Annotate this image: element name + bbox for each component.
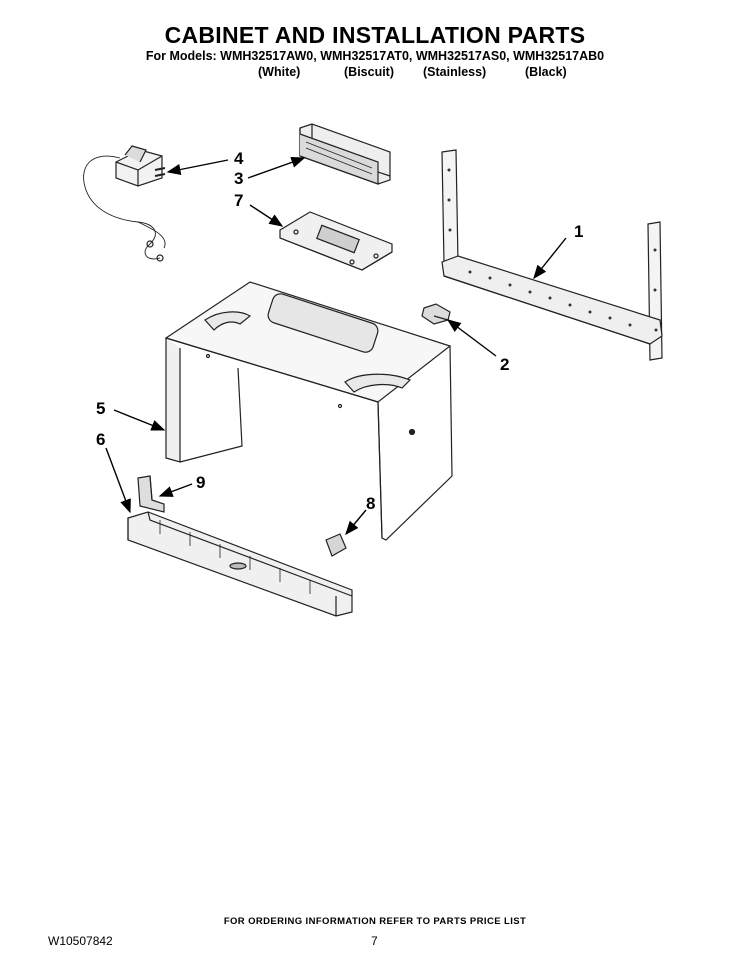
model-list: For Models: WMH32517AW0, WMH32517AT0, WM… [145,49,605,63]
power-cord-part [83,145,166,262]
color-black: (Black) [525,65,567,79]
color-stainless: (Stainless) [423,65,487,79]
callout-6: 6 [96,430,106,449]
clip-part [421,303,451,325]
color-biscuit: (Biscuit) [344,65,394,79]
callout-9: 9 [196,473,206,492]
color-white: (White) [258,65,301,79]
callout-1: 1 [574,222,584,241]
cabinet-wrapper-part [164,281,453,541]
callout-4: 4 [234,149,244,168]
control-bracket-part [279,211,393,271]
callout-5: 5 [96,399,106,418]
bracket-part-8 [325,533,347,557]
bracket-part-9 [137,475,165,513]
mounting-plate-part [441,149,663,361]
vent-grille-part [299,123,391,185]
page-title: CABINET AND INSTALLATION PARTS [164,22,586,48]
callout-3: 3 [234,169,244,188]
page-number: 7 [371,934,378,948]
callout-8: 8 [366,494,376,513]
ordering-info: FOR ORDERING INFORMATION REFER TO PARTS … [223,916,527,927]
callout-7: 7 [234,191,244,210]
callout-2: 2 [500,355,510,374]
trim-bar-part [127,511,353,617]
document-number: W10507842 [48,934,113,948]
